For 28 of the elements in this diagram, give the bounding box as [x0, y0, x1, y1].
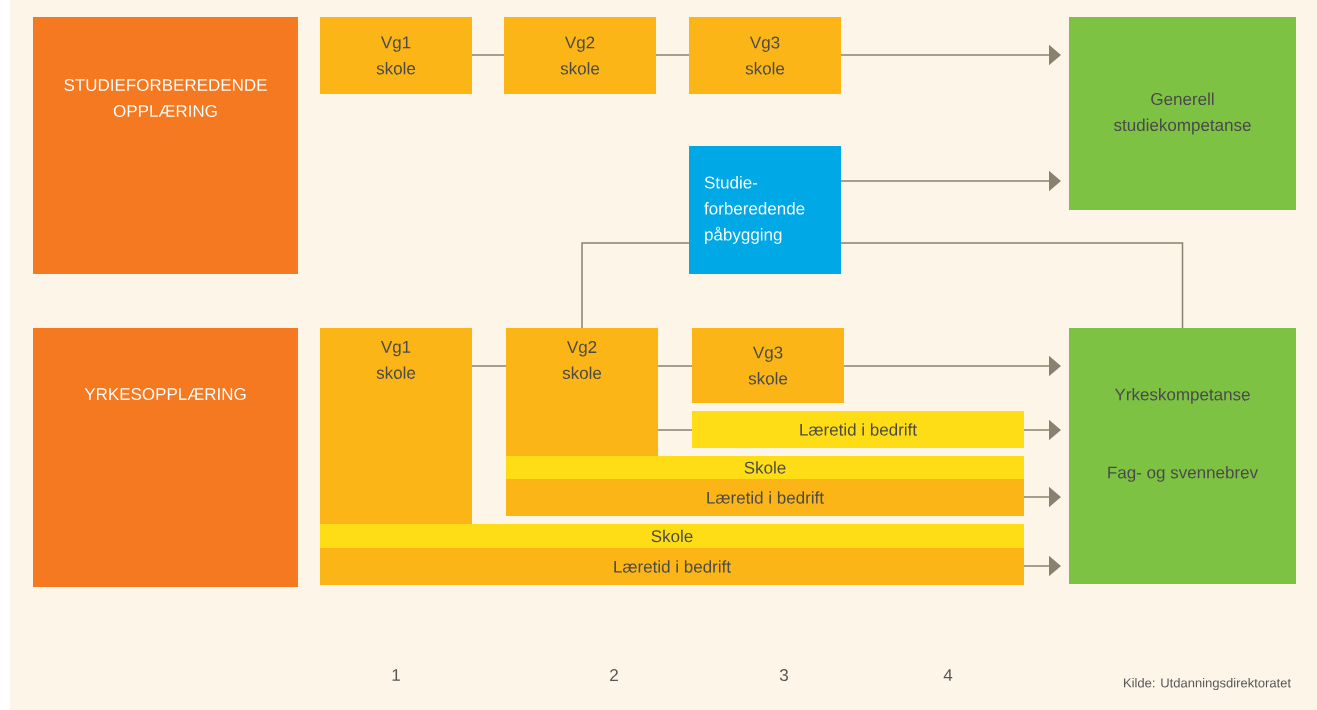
- year-number: 4: [943, 669, 953, 681]
- connector-line: [840, 242, 1184, 329]
- source-note: Kilde: Utdanningsdirektoratet: [1124, 677, 1291, 691]
- outcome-box: Yrkeskompetanse Fag- og svennebrev: [1069, 328, 1296, 584]
- stage-box: Vg2 skole: [504, 17, 656, 94]
- connector-line: [655, 54, 690, 56]
- category-box: STUDIEFORBEREDENDE OPPLÆRING: [33, 17, 298, 274]
- year-number: 1: [392, 669, 400, 681]
- stage-bar: Læretid i bedrift: [692, 411, 1024, 448]
- stage-box: Vg3 skole: [692, 328, 844, 403]
- stage-box: Vg1 skole: [320, 17, 472, 94]
- stage-bar: Skole: [320, 524, 1024, 548]
- connector-line: [471, 54, 505, 56]
- connector-line: [471, 365, 507, 367]
- stage-box: Studie- forberedende påbygging: [689, 146, 841, 274]
- stage-box: Vg1 skole: [320, 328, 472, 524]
- connector-line: [657, 429, 693, 431]
- stage-bar: Læretid i bedrift: [320, 548, 1024, 585]
- outcome-box: Generell studiekompetanse: [1069, 17, 1296, 210]
- connector-line: [657, 365, 693, 367]
- year-number: 3: [779, 669, 788, 682]
- connector-line: [581, 242, 690, 329]
- category-box: YRKESOPPLÆRING: [33, 328, 298, 587]
- stage-box: Vg2 skole: [506, 328, 658, 456]
- stage-bar: Skole: [506, 456, 1024, 479]
- stage-bar: Læretid i bedrift: [506, 479, 1024, 516]
- stage-box: Vg3 skole: [689, 17, 841, 94]
- year-number: 2: [610, 669, 618, 681]
